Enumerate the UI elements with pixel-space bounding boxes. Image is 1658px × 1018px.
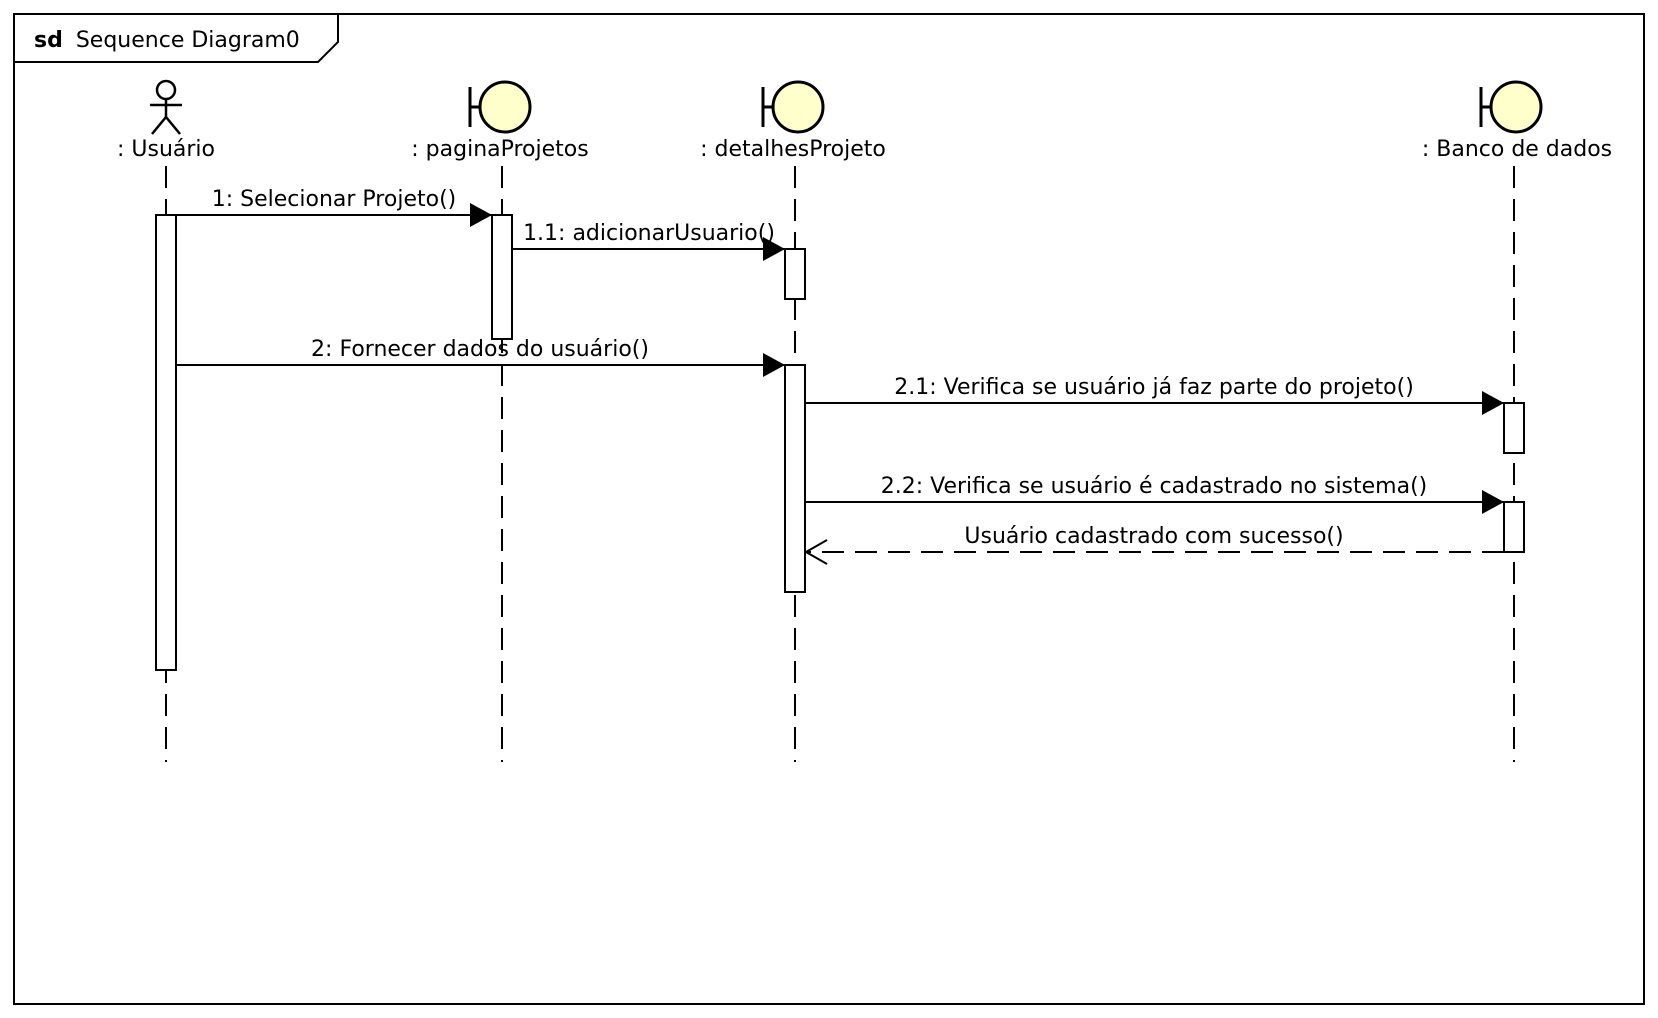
boundary-icon	[1479, 80, 1543, 134]
reply-arrowhead	[803, 539, 828, 565]
activation-bancoDados-2	[1503, 501, 1525, 553]
activation-detalhesProjeto-2	[784, 364, 806, 593]
message-label: 2: Fornecer dados do usuário()	[311, 337, 649, 362]
message-label: Usuário cadastrado com sucesso()	[964, 524, 1343, 549]
lifeline-name-paginaProjetos: : paginaProjetos	[411, 137, 588, 162]
actor-icon	[150, 79, 182, 135]
boundary-icon	[761, 80, 825, 134]
message-2-1[interactable]: 2.1: Verifica se usuário já faz parte do…	[805, 375, 1504, 415]
lifeline-name-bancoDados: : Banco de dados	[1422, 137, 1612, 162]
activation-usuario	[155, 214, 177, 671]
message-label: 1.1: adicionarUsuario()	[523, 221, 775, 246]
diagram-frame	[13, 13, 1645, 1005]
message-label: 1: Selecionar Projeto()	[212, 187, 456, 212]
lifeline-paginaProjetos[interactable]: : paginaProjetos	[411, 80, 589, 762]
boundary-icon	[468, 80, 532, 134]
activation-bancoDados-1	[1503, 402, 1525, 454]
activation-detalhesProjeto-1	[784, 248, 806, 300]
frame-name: Sequence Diagram0	[76, 28, 300, 53]
message-label: 2.2: Verifica se usuário é cadastrado no…	[881, 474, 1428, 499]
message-reply[interactable]: Usuário cadastrado com sucesso()	[803, 524, 1504, 565]
activation-paginaProjetos	[491, 214, 513, 340]
message-label: 2.1: Verifica se usuário já faz parte do…	[894, 375, 1414, 400]
message-2[interactable]: 2: Fornecer dados do usuário()	[176, 337, 785, 377]
message-1-1[interactable]: 1.1: adicionarUsuario()	[512, 221, 785, 261]
frame-keyword: sd	[34, 28, 63, 53]
lifeline-name-usuario: : Usuário	[117, 137, 215, 162]
lifeline-name-detalhesProjeto: : detalhesProjeto	[700, 137, 886, 162]
lifeline-bancoDados[interactable]: : Banco de dados	[1422, 80, 1612, 762]
frame-tab	[14, 14, 339, 63]
message-1[interactable]: 1: Selecionar Projeto()	[176, 187, 492, 227]
frame-title: sd Sequence Diagram0	[34, 28, 300, 53]
message-2-2[interactable]: 2.2: Verifica se usuário é cadastrado no…	[805, 474, 1504, 514]
